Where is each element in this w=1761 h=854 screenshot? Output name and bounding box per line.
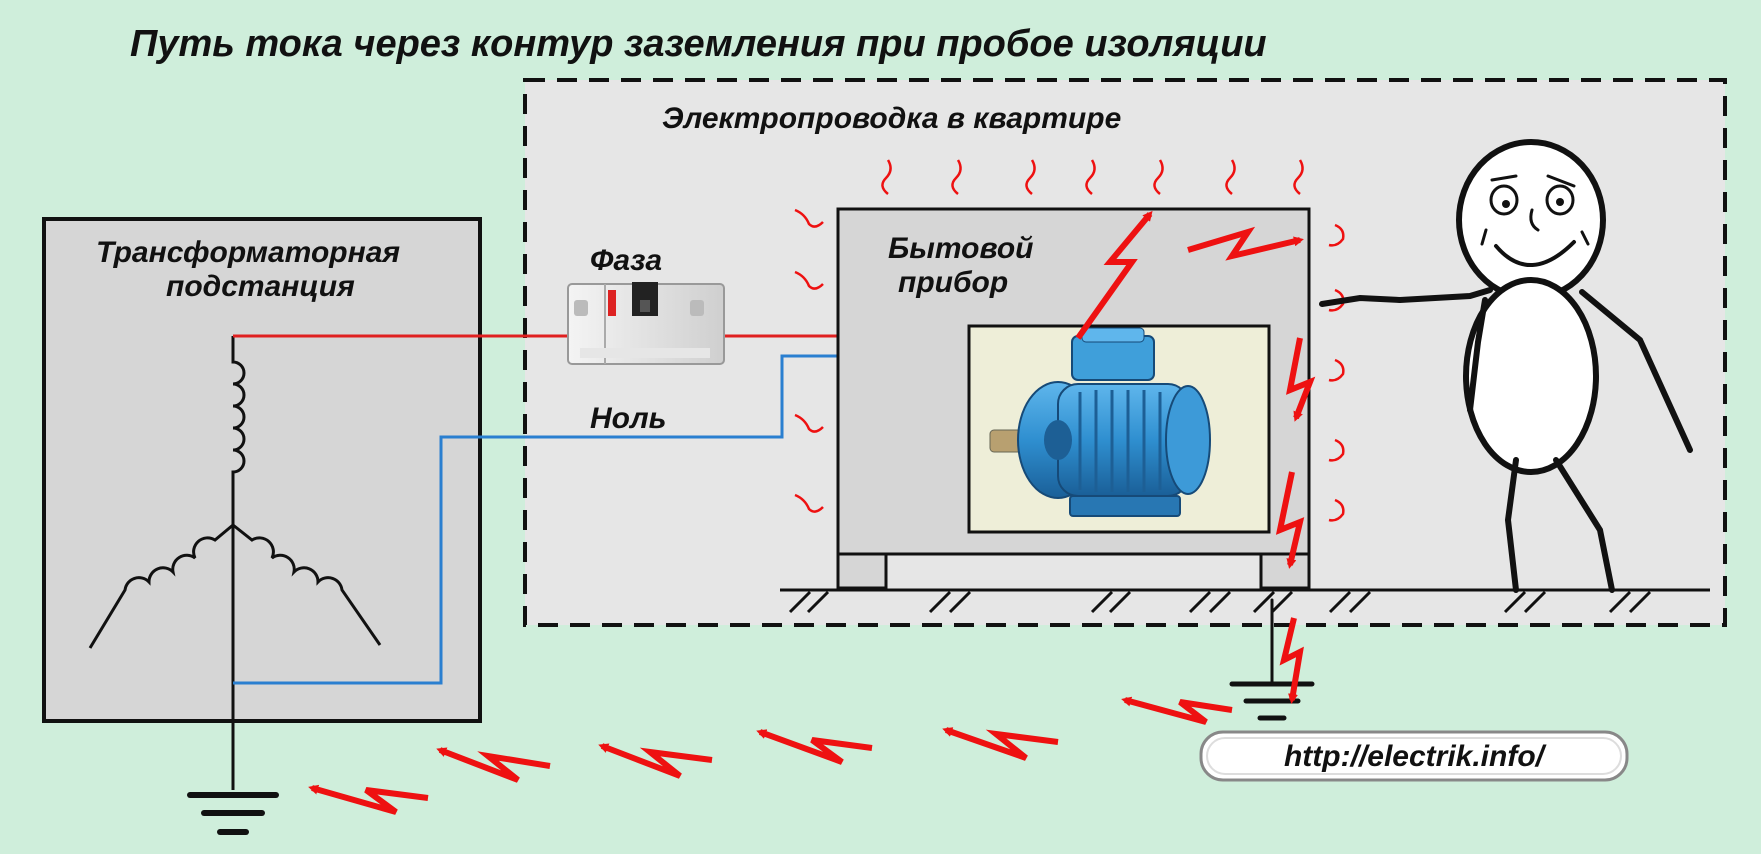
substation-label-1: Трансформаторная: [96, 236, 400, 269]
appliance-foot-left: [836, 552, 888, 590]
url-text[interactable]: http://electrik.info/: [1284, 740, 1547, 773]
lightning-bolt-icons: [308, 210, 1316, 815]
url-badge[interactable]: http://electrik.info/: [1199, 730, 1629, 782]
appliance-label-2: прибор: [898, 266, 1008, 299]
appliance-label-1: Бытовой: [888, 232, 1034, 265]
page-title: Путь тока через контур заземления при пр…: [130, 23, 1267, 65]
substation-label-2: подстанция: [166, 270, 355, 303]
phase-label: Фаза: [590, 244, 662, 277]
floor-line: [780, 588, 1710, 614]
appliance-foot-right: [1259, 552, 1311, 590]
person-figure-icon: [1319, 139, 1693, 593]
neutral-label: Ноль: [590, 402, 666, 435]
neutral-wire: [233, 354, 1075, 685]
circuit-breaker-icon: [567, 282, 725, 365]
transformer-coil-icon: [88, 336, 382, 790]
heat-wave-icons: [794, 159, 1345, 522]
substation-box: [42, 217, 482, 723]
substation-ground-icon: [187, 792, 279, 835]
electric-motor-icon: [989, 327, 1211, 517]
apartment-label: Электропроводка в квартире: [662, 102, 1121, 135]
